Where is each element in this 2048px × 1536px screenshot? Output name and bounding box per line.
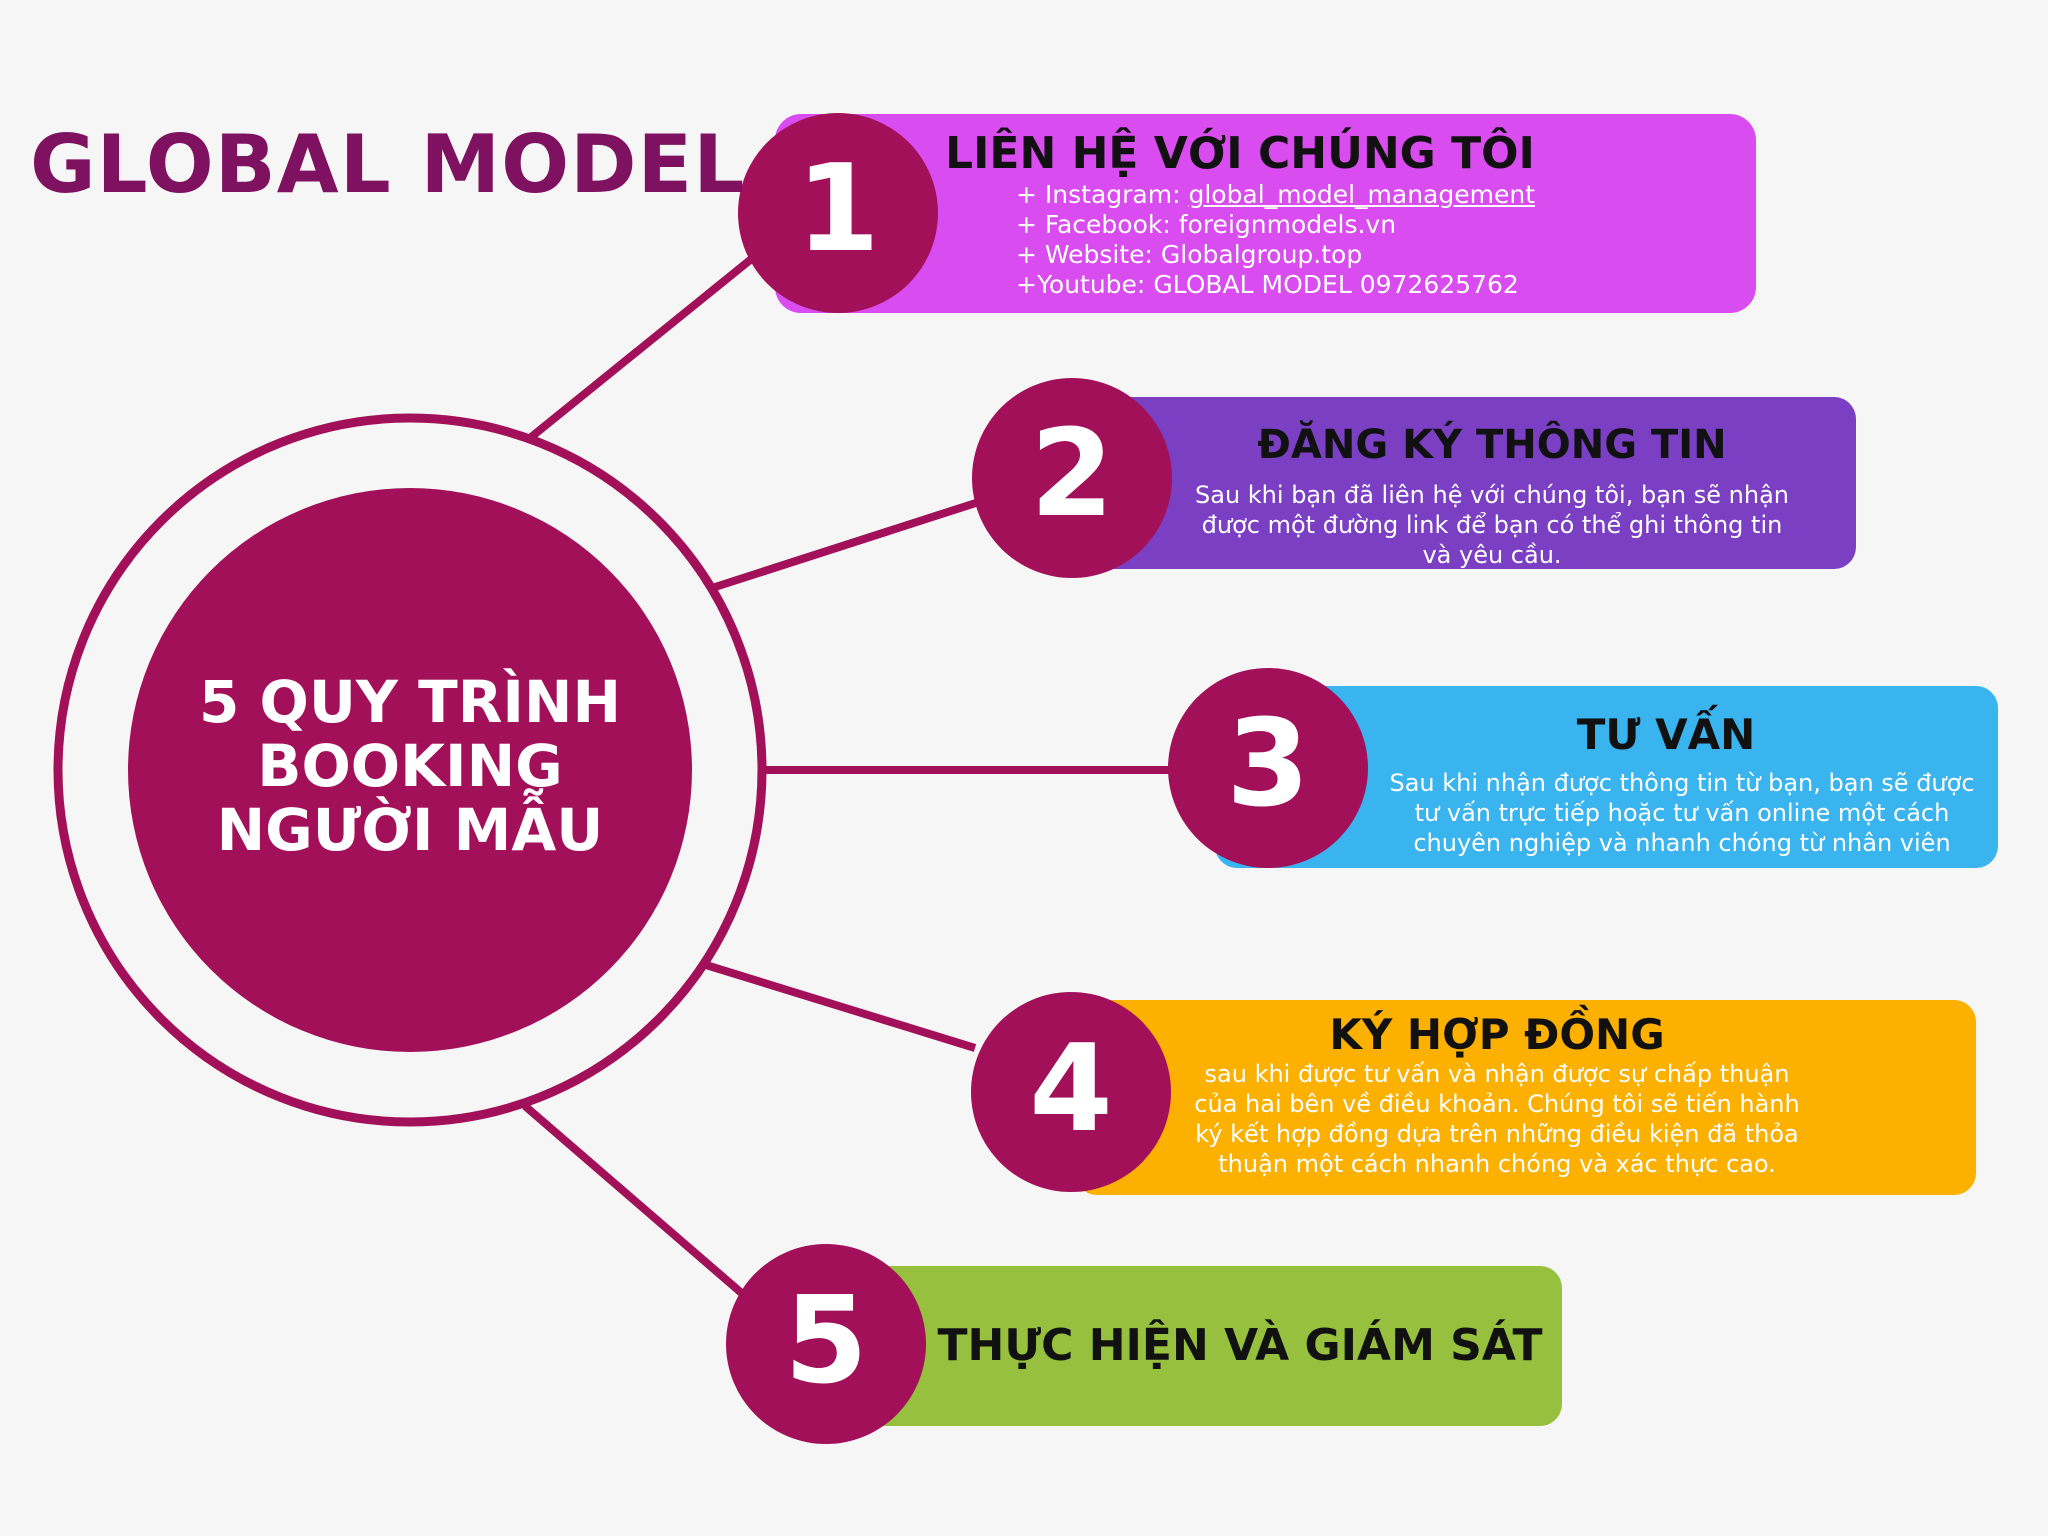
- connector-line-1: [527, 248, 763, 442]
- step-2-number: 2: [1030, 405, 1114, 544]
- brand-title: GLOBAL MODEL: [30, 118, 746, 211]
- step-3-description: Sau khi nhận được thông tin từ bạn, bạn …: [1389, 769, 1975, 857]
- step-4-description: sau khi được tư vấn và nhận được sự chấp…: [1194, 1060, 1800, 1178]
- instagram-link[interactable]: global_model_management: [1188, 180, 1536, 209]
- step-2-description: Sau khi bạn đã liên hệ với chúng tôi, bạ…: [1195, 481, 1789, 569]
- hub-title-line: 5 QUY TRÌNH: [198, 668, 622, 736]
- step-2-circle: [972, 378, 1172, 578]
- step-4-circle: [971, 992, 1171, 1192]
- hub-title-line: BOOKING: [257, 732, 563, 800]
- step-4-bar: [1075, 1000, 1976, 1195]
- contact-youtube: +Youtube: GLOBAL MODEL 0972625762: [1016, 270, 1519, 299]
- hub-title: 5 QUY TRÌNH BOOKING NGƯỜI MẪU: [130, 670, 690, 862]
- contact-instagram: + Instagram: global_model_management: [1016, 180, 1536, 209]
- step-3-title: TƯ VẤN: [1576, 710, 1756, 759]
- youtube-value: GLOBAL MODEL 0972625762: [1153, 270, 1519, 299]
- contact-website: + Website: Globalgroup.top: [1016, 240, 1363, 269]
- facebook-value: foreignmodels.vn: [1178, 210, 1397, 239]
- step-1-bar: [775, 114, 1756, 313]
- step-3-bar: [1215, 686, 1998, 868]
- hub-title-line: NGƯỜI MẪU: [216, 796, 604, 864]
- step-3-circle: [1168, 668, 1368, 868]
- step-4-number: 4: [1029, 1020, 1113, 1159]
- step-1-title: LIÊN HỆ VỚI CHÚNG TÔI: [945, 128, 1535, 179]
- hub-inner-circle: [128, 488, 692, 1052]
- step-1-number: 1: [796, 140, 880, 279]
- connector-line-2: [710, 496, 987, 592]
- step-2-bar: [1080, 397, 1856, 569]
- step-5-bar: [850, 1266, 1562, 1426]
- step-2-title: ĐĂNG KÝ THÔNG TIN: [1257, 422, 1727, 468]
- step-5-number: 5: [784, 1272, 868, 1411]
- step-5-title: THỰC HIỆN VÀ GIÁM SÁT: [937, 1320, 1543, 1371]
- website-value: Globalgroup.top: [1160, 240, 1363, 269]
- contact-facebook: + Facebook: foreignmodels.vn: [1016, 210, 1397, 239]
- step-4-title: KÝ HỢP ĐỒNG: [1329, 1010, 1665, 1059]
- connector-line-5: [522, 1102, 748, 1300]
- step-3-number: 3: [1226, 695, 1310, 834]
- step-1-circle: [738, 113, 938, 313]
- hub-outer-ring: [53, 413, 767, 1127]
- contact-list: + Instagram: global_model_management + F…: [1016, 180, 1535, 300]
- connector-line-4: [704, 961, 977, 1052]
- step-5-circle: [726, 1244, 926, 1444]
